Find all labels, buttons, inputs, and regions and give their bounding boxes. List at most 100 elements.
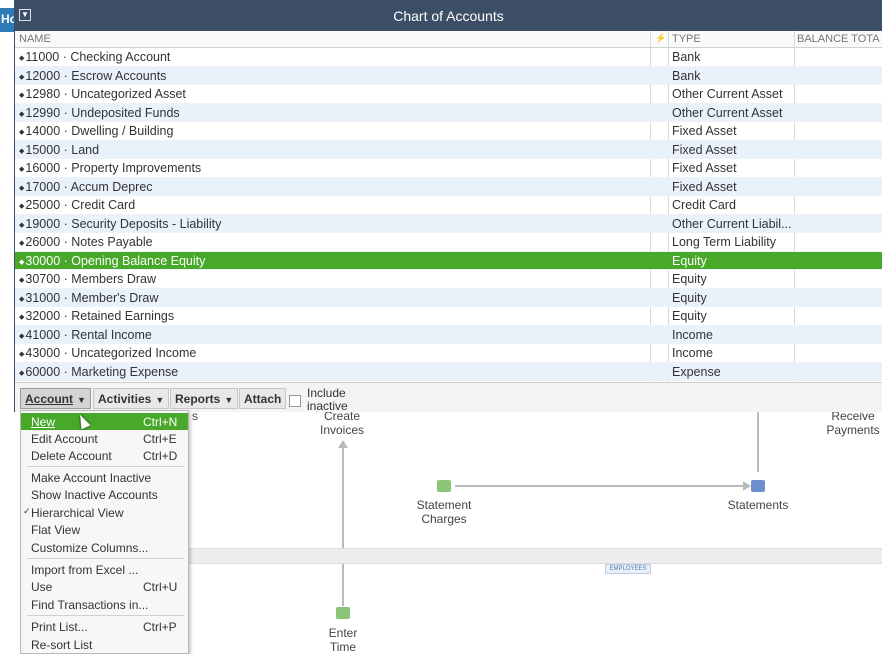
menu-item-make-inactive[interactable]: Make Account Inactive: [21, 469, 188, 486]
diamond-icon[interactable]: ◆: [19, 147, 25, 155]
diamond-icon[interactable]: ◆: [19, 221, 25, 229]
menu-item-flat-view[interactable]: Flat View: [21, 521, 188, 538]
menu-item-label: Hierarchical View: [31, 506, 124, 520]
flow-arrow: [743, 481, 751, 491]
menu-item-use[interactable]: Use Ctrl+U: [21, 578, 188, 595]
account-name-text: 25000 · Credit Card: [25, 198, 136, 212]
account-name-text: 12980 · Uncategorized Asset: [25, 87, 186, 101]
flow-arrow: [338, 440, 348, 448]
account-name: ◆30000 · Opening Balance Equity: [19, 254, 205, 268]
attach-button[interactable]: Attach: [239, 388, 287, 409]
menu-item-label: Customize Columns...: [31, 541, 149, 555]
account-type: Bank: [672, 50, 701, 64]
diamond-icon[interactable]: ◆: [19, 369, 25, 377]
system-menu-icon[interactable]: ▼: [19, 9, 31, 21]
include-inactive-label[interactable]: Include inactive: [307, 387, 348, 411]
account-row[interactable]: ◆30700 · Members Draw Equity: [15, 270, 882, 289]
window-toolbar: Account▼ Activities▼ Reports▼ Attach Inc…: [15, 382, 882, 412]
diamond-icon[interactable]: ◆: [19, 295, 25, 303]
account-name: ◆41000 · Rental Income: [19, 328, 152, 342]
menu-item-new[interactable]: New Ctrl+N: [21, 413, 188, 430]
menu-item-import-excel[interactable]: Import from Excel ...: [21, 561, 188, 578]
create-invoices-label[interactable]: Create Invoices: [319, 409, 365, 437]
enter-time-label[interactable]: Enter Time: [328, 626, 358, 654]
diamond-icon[interactable]: ◆: [19, 258, 25, 266]
menu-item-delete-account[interactable]: Delete Account Ctrl+D: [21, 447, 188, 464]
statement-charges-label[interactable]: Statement Charges: [416, 498, 472, 526]
diamond-icon[interactable]: ◆: [19, 314, 25, 321]
diamond-icon[interactable]: ◆: [19, 203, 25, 210]
attach-column-icon[interactable]: ⚡: [655, 33, 667, 43]
account-row[interactable]: ◆19000 · Security Deposits - Liability Ot…: [15, 214, 882, 233]
account-row[interactable]: ◆11000 · Checking Account Bank: [15, 48, 882, 67]
account-name-text: 30000 · Opening Balance Equity: [25, 253, 206, 268]
statement-charges-icon[interactable]: [437, 480, 451, 492]
diamond-icon[interactable]: ◆: [19, 184, 25, 192]
account-type: Fixed Asset: [672, 142, 737, 157]
account-name: ◆43000 · Uncategorized Income: [19, 346, 196, 360]
account-menu-button[interactable]: Account▼: [20, 388, 91, 409]
menu-item-shortcut: Ctrl+E: [143, 432, 177, 446]
diamond-icon[interactable]: ◆: [19, 92, 25, 99]
statements-label[interactable]: Statements: [727, 498, 789, 512]
diamond-icon[interactable]: ◆: [19, 55, 25, 62]
account-name-text: 11000 · Checking Account: [25, 50, 171, 64]
diamond-icon[interactable]: ◆: [19, 240, 25, 247]
account-type: Other Current Liabil...: [672, 216, 792, 231]
menu-item-label: New: [31, 415, 56, 429]
reports-menu-button[interactable]: Reports▼: [170, 388, 239, 409]
include-inactive-checkbox[interactable]: [289, 395, 301, 407]
menu-item-hierarchical-view[interactable]: ✓ Hierarchical View: [21, 504, 188, 521]
menu-item-find-transactions[interactable]: Find Transactions in...: [21, 596, 188, 613]
diamond-icon[interactable]: ◆: [19, 73, 25, 81]
home-tab[interactable]: Ho: [0, 8, 17, 32]
column-divider[interactable]: [650, 31, 651, 383]
account-name-text: 32000 · Retained Earnings: [25, 309, 175, 323]
enter-time-icon[interactable]: [336, 607, 350, 619]
statements-icon[interactable]: [751, 480, 765, 492]
column-divider[interactable]: [794, 31, 795, 383]
diamond-icon[interactable]: ◆: [19, 332, 25, 340]
account-type: Expense: [672, 364, 721, 379]
menu-item-print-list[interactable]: Print List... Ctrl+P: [21, 618, 188, 635]
column-header-type[interactable]: TYPE: [672, 33, 701, 45]
column-divider[interactable]: [668, 31, 669, 383]
diamond-icon[interactable]: ◆: [19, 351, 25, 358]
menu-item-customize-columns[interactable]: Customize Columns...: [21, 539, 188, 556]
account-type: Equity: [672, 290, 707, 305]
diamond-icon[interactable]: ◆: [19, 277, 25, 284]
account-name: ◆30700 · Members Draw: [19, 272, 156, 286]
diamond-icon[interactable]: ◆: [19, 110, 25, 118]
account-name-text: 19000 · Security Deposits - Liability: [25, 216, 222, 231]
diamond-icon[interactable]: ◆: [19, 166, 25, 173]
account-name-text: 14000 · Dwelling / Building: [25, 124, 174, 138]
account-name: ◆12990 · Undeposited Funds: [19, 106, 180, 120]
column-header-name[interactable]: NAME: [19, 33, 51, 45]
menu-item-shortcut: Ctrl+D: [143, 449, 178, 463]
account-type: Equity: [672, 272, 707, 286]
menu-item-edit-account[interactable]: Edit Account Ctrl+E: [21, 430, 188, 447]
menu-item-resort-list[interactable]: Re-sort List: [21, 636, 188, 653]
menu-item-show-inactive[interactable]: Show Inactive Accounts: [21, 486, 188, 503]
activities-menu-button[interactable]: Activities▼: [93, 388, 170, 409]
column-header-balance[interactable]: BALANCE TOTA: [797, 33, 880, 45]
receive-payments-label[interactable]: Receive Payments: [826, 409, 880, 437]
window-titlebar[interactable]: ▼ Chart of Accounts: [15, 0, 882, 31]
chevron-down-icon: ▼: [155, 395, 165, 405]
diamond-icon[interactable]: ◆: [19, 129, 25, 136]
